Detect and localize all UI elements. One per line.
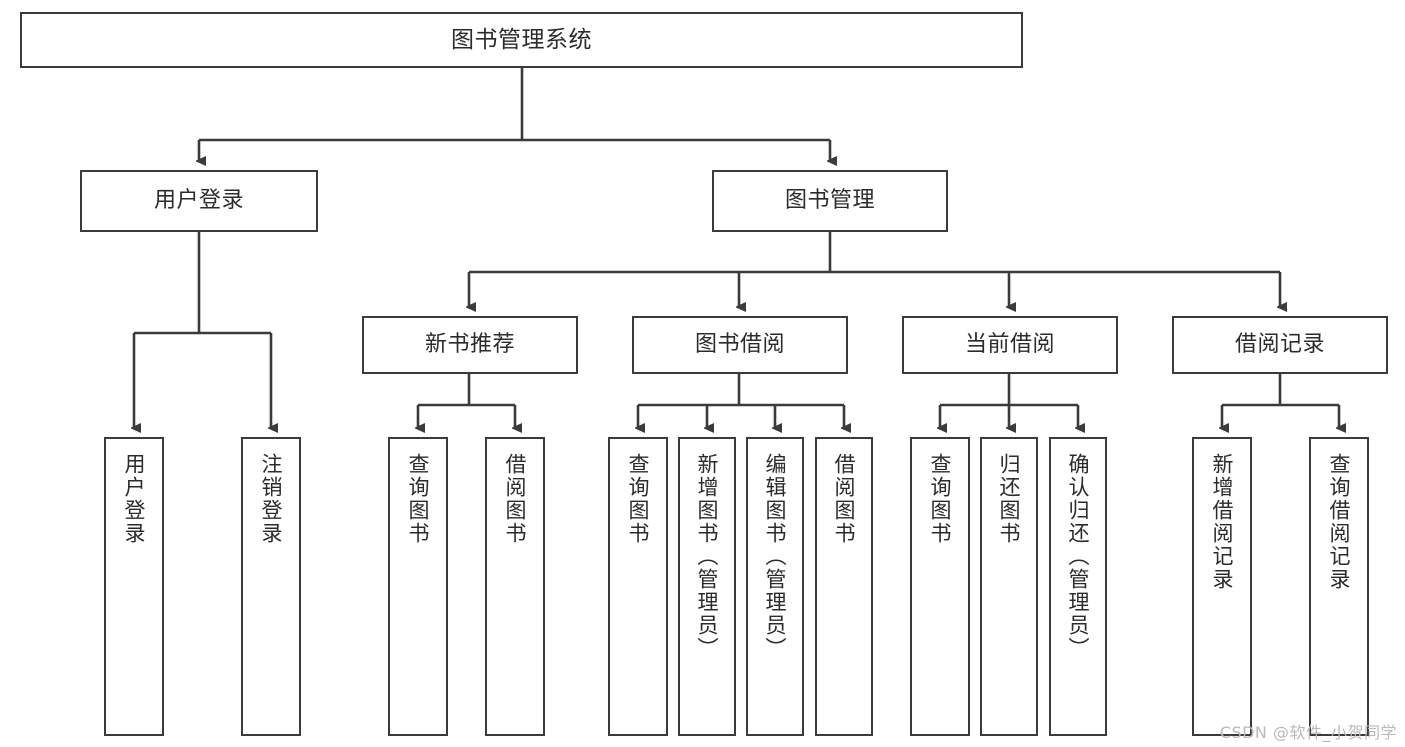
leaf-add-borrow-record-label: 新增借阅记录 bbox=[1210, 453, 1235, 591]
leaf-confirm-return-admin-label: 确认归还（管理员） bbox=[1066, 453, 1091, 660]
node-new-book-recommend-label: 新书推荐 bbox=[424, 332, 515, 358]
node-book-management-label: 图书管理 bbox=[784, 188, 875, 214]
leaf-add-book-admin-label: 新增图书（管理员） bbox=[695, 453, 720, 660]
node-book-borrow-label: 图书借阅 bbox=[694, 332, 785, 358]
leaf-borrow-book[interactable]: 借阅图书 bbox=[815, 437, 873, 736]
leaf-query-borrow-record-label: 查询借阅记录 bbox=[1327, 453, 1352, 591]
node-user-login[interactable]: 用户登录 bbox=[80, 170, 318, 232]
leaf-recommend-query-book[interactable]: 查询图书 bbox=[388, 437, 448, 736]
csdn-watermark: CSDN @软件_小贺同学 bbox=[1219, 723, 1397, 742]
node-current-borrow-label: 当前借阅 bbox=[964, 332, 1055, 358]
leaf-query-borrow-record[interactable]: 查询借阅记录 bbox=[1309, 437, 1369, 736]
node-new-book-recommend[interactable]: 新书推荐 bbox=[362, 316, 578, 374]
node-book-management[interactable]: 图书管理 bbox=[712, 170, 948, 232]
leaf-return-book[interactable]: 归还图书 bbox=[980, 437, 1038, 736]
node-borrow-record-label: 借阅记录 bbox=[1234, 332, 1325, 358]
node-root-label: 图书管理系统 bbox=[451, 26, 592, 53]
node-current-borrow[interactable]: 当前借阅 bbox=[902, 316, 1118, 374]
leaf-borrow-query-book[interactable]: 查询图书 bbox=[608, 437, 668, 736]
leaf-recommend-borrow-book[interactable]: 借阅图书 bbox=[485, 437, 545, 736]
node-borrow-record[interactable]: 借阅记录 bbox=[1172, 316, 1388, 374]
leaf-current-query-book-label: 查询图书 bbox=[928, 453, 953, 545]
leaf-recommend-query-book-label: 查询图书 bbox=[406, 453, 431, 545]
node-user-login-label: 用户登录 bbox=[153, 188, 244, 214]
leaf-edit-book-admin-label: 编辑图书（管理员） bbox=[763, 453, 788, 660]
node-book-borrow[interactable]: 图书借阅 bbox=[632, 316, 848, 374]
leaf-borrow-query-book-label: 查询图书 bbox=[626, 453, 651, 545]
leaf-user-login-label: 用户登录 bbox=[122, 453, 147, 545]
leaf-recommend-borrow-book-label: 借阅图书 bbox=[503, 453, 528, 545]
leaf-current-query-book[interactable]: 查询图书 bbox=[910, 437, 970, 736]
leaf-confirm-return-admin[interactable]: 确认归还（管理员） bbox=[1049, 437, 1107, 736]
leaf-logout[interactable]: 注销登录 bbox=[241, 437, 301, 736]
leaf-add-borrow-record[interactable]: 新增借阅记录 bbox=[1192, 437, 1252, 736]
leaf-edit-book-admin[interactable]: 编辑图书（管理员） bbox=[746, 437, 804, 736]
leaf-return-book-label: 归还图书 bbox=[997, 453, 1022, 545]
leaf-add-book-admin[interactable]: 新增图书（管理员） bbox=[678, 437, 736, 736]
leaf-logout-label: 注销登录 bbox=[259, 453, 284, 545]
leaf-borrow-book-label: 借阅图书 bbox=[832, 453, 857, 545]
leaf-user-login[interactable]: 用户登录 bbox=[104, 437, 164, 736]
node-root[interactable]: 图书管理系统 bbox=[20, 12, 1023, 68]
